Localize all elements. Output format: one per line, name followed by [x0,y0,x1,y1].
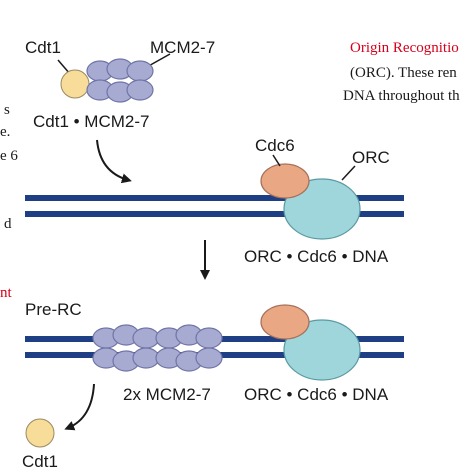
right-text-line2: (ORC). These ren [350,65,457,81]
loading-arrow [96,139,132,184]
left-text-frag-red: nt [0,285,13,301]
dna-duplex-top [25,195,404,217]
pre-rc-label: Pre-RC [25,300,82,319]
left-text-frag2: e. [0,124,10,140]
orc-cdc6-dna-label-bottom: ORC • Cdc6 • DNA [244,385,389,404]
cdt1-subunit-released [25,418,55,448]
left-text-frag1: s [4,102,10,118]
cdt1-subunit-top [60,69,90,99]
right-text-line1: Origin Recognitio [350,40,459,56]
cdc6-label: Cdc6 [255,136,295,155]
cdc6-pointer-line [272,154,281,167]
mcm-hexamer-top [86,58,154,103]
right-text-line3: DNA throughout th [343,88,460,104]
cdc6-subunit-bottom [260,304,310,340]
orc-cdc6-dna-label-top: ORC • Cdc6 • DNA [244,247,389,266]
cdt1-label-top: Cdt1 [25,38,61,57]
release-arrow [64,383,95,431]
cdt1-mcm-complex-label: Cdt1 • MCM2-7 [33,112,149,131]
cdt1-label-bottom: Cdt1 [22,452,58,471]
mcm-label-top: MCM2-7 [150,38,215,57]
mcm-double-hexamer [92,324,223,372]
orc-complex-top [283,178,361,240]
mcm-double-label: 2x MCM2-7 [123,385,211,404]
cdt1-mcm-complex [57,53,171,103]
cdc6-subunit-top [260,163,310,199]
left-text-frag3: e 6 [0,148,18,164]
left-text-frag4: d [4,216,12,232]
orc-pointer-line [341,165,356,181]
orc-label: ORC [352,148,390,167]
orc-complex-bottom [283,319,361,381]
